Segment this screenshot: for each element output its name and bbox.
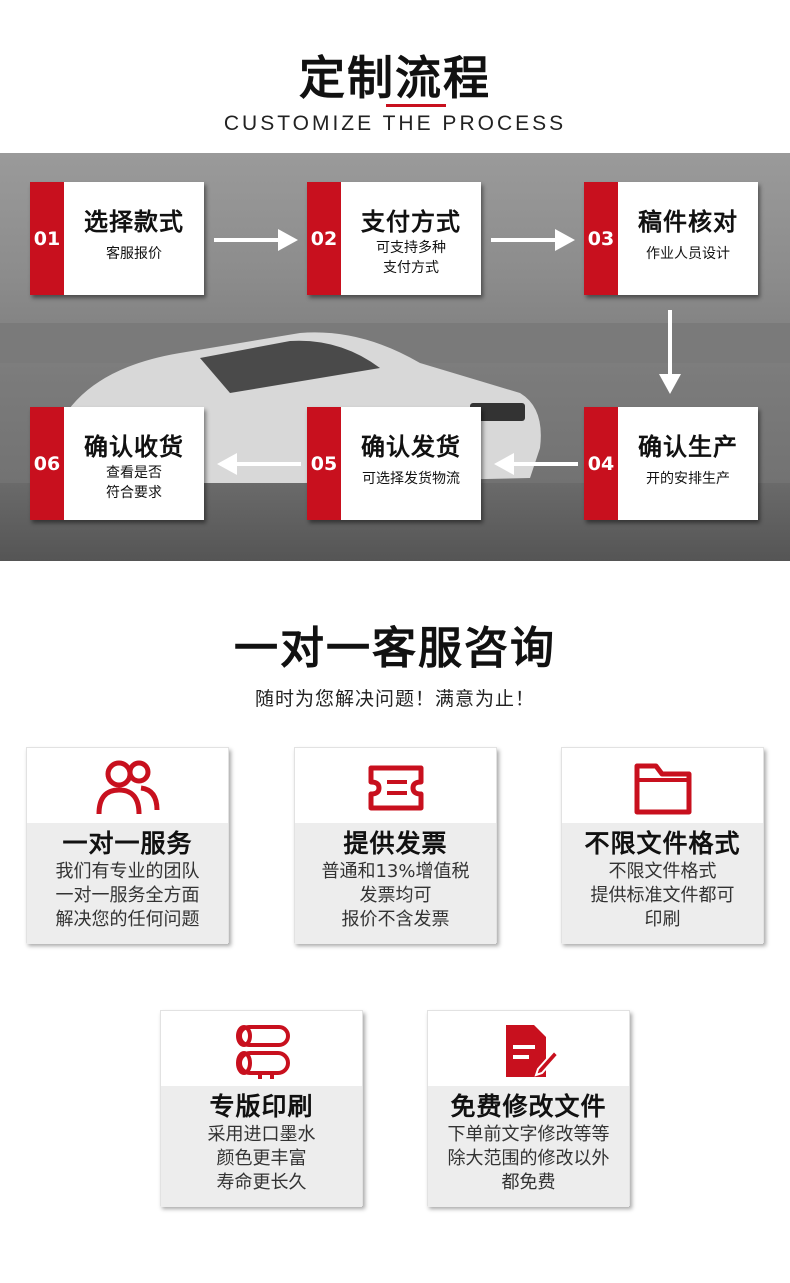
card-description: 我们有专业的团队一对一服务全方面解决您的任何问题 xyxy=(55,861,200,930)
process-subtitle: CUSTOMIZE THE PROCESS xyxy=(223,112,567,135)
paper-roll-icon xyxy=(161,1021,362,1081)
service-card-5: 免费修改文件 下单前文字修改等等除大范围的修改以外都免费 xyxy=(427,1010,630,1207)
service-title: 一对一客服咨询 xyxy=(234,623,556,674)
process-header: 定制流程 CUSTOMIZE THE PROCESS xyxy=(0,0,790,153)
step-title: 确认收货 xyxy=(84,433,184,461)
step-number: 04 xyxy=(584,407,618,520)
title-underline xyxy=(386,104,446,107)
service-card-2: 提供发票 普通和13%增值税发票均可报价不含发票 xyxy=(294,747,497,944)
step-card-2: 02 支付方式 可支持多种支付方式 xyxy=(307,182,481,295)
card-description: 下单前文字修改等等除大范围的修改以外都免费 xyxy=(447,1124,610,1193)
step-number: 01 xyxy=(30,182,64,295)
step-description: 可选择发货物流 xyxy=(362,471,460,487)
step-number: 03 xyxy=(584,182,618,295)
step-title: 支付方式 xyxy=(361,208,461,236)
card-description: 不限文件格式提供标准文件都可印刷 xyxy=(590,861,735,930)
step-description: 查看是否符合要求 xyxy=(106,465,162,501)
step-card-6: 06 确认收货 查看是否符合要求 xyxy=(30,407,204,520)
card-title: 专版印刷 xyxy=(209,1092,314,1121)
step-title: 确认生产 xyxy=(638,433,738,461)
card-description: 普通和13%增值税发票均可报价不含发票 xyxy=(321,861,470,930)
service-subtitle: 随时为您解决问题！满意为止！ xyxy=(254,688,535,710)
step-card-5: 05 确认发货 可选择发货物流 xyxy=(307,407,481,520)
step-description: 开的安排生产 xyxy=(646,471,730,487)
card-description: 采用进口墨水颜色更丰富寿命更长久 xyxy=(207,1124,316,1193)
users-icon xyxy=(27,758,228,818)
step-card-4: 04 确认生产 开的安排生产 xyxy=(584,407,758,520)
step-description: 客服报价 xyxy=(106,246,162,262)
edit-document-icon xyxy=(428,1021,629,1081)
service-card-4: 专版印刷 采用进口墨水颜色更丰富寿命更长久 xyxy=(160,1010,363,1207)
arrow-left-icon xyxy=(217,453,301,475)
arrow-left-icon xyxy=(494,453,578,475)
card-title: 免费修改文件 xyxy=(450,1092,607,1121)
card-title: 一对一服务 xyxy=(62,829,193,858)
arrow-right-icon xyxy=(491,229,575,251)
step-number: 05 xyxy=(307,407,341,520)
step-title: 选择款式 xyxy=(84,208,184,236)
card-title: 不限文件格式 xyxy=(584,829,741,858)
service-card-1: 一对一服务 我们有专业的团队一对一服务全方面解决您的任何问题 xyxy=(26,747,229,944)
ticket-icon xyxy=(295,758,496,818)
step-number: 06 xyxy=(30,407,64,520)
card-title: 提供发票 xyxy=(343,829,448,858)
step-title: 稿件核对 xyxy=(638,208,738,236)
step-title: 确认发货 xyxy=(361,433,461,461)
step-card-1: 01 选择款式 客服报价 xyxy=(30,182,204,295)
process-title: 定制流程 xyxy=(299,51,491,105)
folder-icon xyxy=(562,758,763,818)
step-description: 作业人员设计 xyxy=(646,246,730,262)
arrow-down-icon xyxy=(659,310,681,394)
step-description: 可支持多种支付方式 xyxy=(376,240,446,276)
step-number: 02 xyxy=(307,182,341,295)
service-card-3: 不限文件格式 不限文件格式提供标准文件都可印刷 xyxy=(561,747,764,944)
arrow-right-icon xyxy=(214,229,298,251)
step-card-3: 03 稿件核对 作业人员设计 xyxy=(584,182,758,295)
